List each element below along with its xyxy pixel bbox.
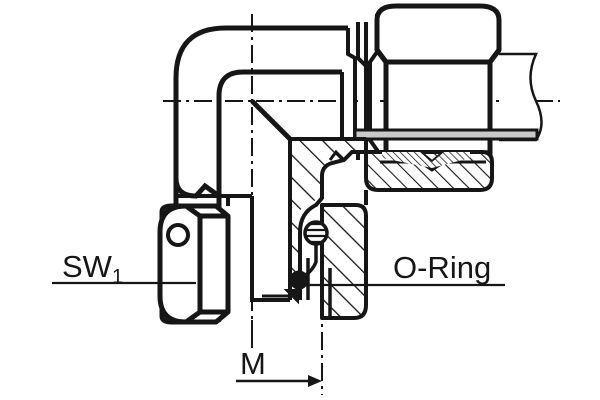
body-internal-profile [298, 150, 366, 300]
sw1-hex-nut [157, 203, 231, 325]
elbow-horizontal-arm [252, 25, 348, 75]
nut-section-hatched [364, 150, 494, 192]
cutting-ring-circle [303, 220, 329, 246]
bore-notch-marker [283, 289, 299, 305]
oring-label: O-Ring [393, 250, 491, 285]
hex-nut-hole [166, 223, 190, 247]
lower-body-section [320, 203, 368, 320]
tube-break-contour [499, 52, 543, 142]
thread-notch-1 [328, 149, 346, 162]
elbow-chamfer-line [250, 99, 292, 141]
elbow-outer-contour [173, 25, 265, 323]
oring-annotation: O-Ring [299, 250, 505, 287]
body-hatch-upper [290, 139, 366, 300]
elbow-inner-contour [216, 69, 265, 323]
sw1-annotation: SW1 [52, 249, 196, 288]
m-label: M [240, 346, 266, 381]
thread-notch-2 [342, 150, 354, 162]
elbow-leg-bottom-chamfer [173, 177, 221, 199]
sw1-label: SW1 [62, 249, 123, 288]
elbow-corner [250, 99, 292, 141]
union-nut [374, 3, 502, 178]
internal-bore-lines [250, 196, 299, 305]
lower-hatch-block [320, 203, 368, 320]
tube-wall-band [353, 128, 539, 141]
m-arrow-head [308, 375, 322, 387]
hex-nut-left-round [157, 203, 187, 325]
sw1-base: SW [62, 249, 113, 284]
stem-between-nut-and-elbow [173, 177, 252, 206]
bore-vertical-line [250, 196, 290, 302]
elbow-vertical-leg [173, 25, 265, 323]
union-nut-chamfer [375, 48, 501, 65]
tube-assembly [353, 52, 543, 142]
sw1-subscript: 1 [112, 266, 123, 288]
m-dimension-annotation: M [236, 320, 322, 387]
elbow-body-section [288, 137, 366, 300]
union-nut-outline [374, 3, 502, 178]
ring-sliver-hatch [382, 152, 470, 168]
